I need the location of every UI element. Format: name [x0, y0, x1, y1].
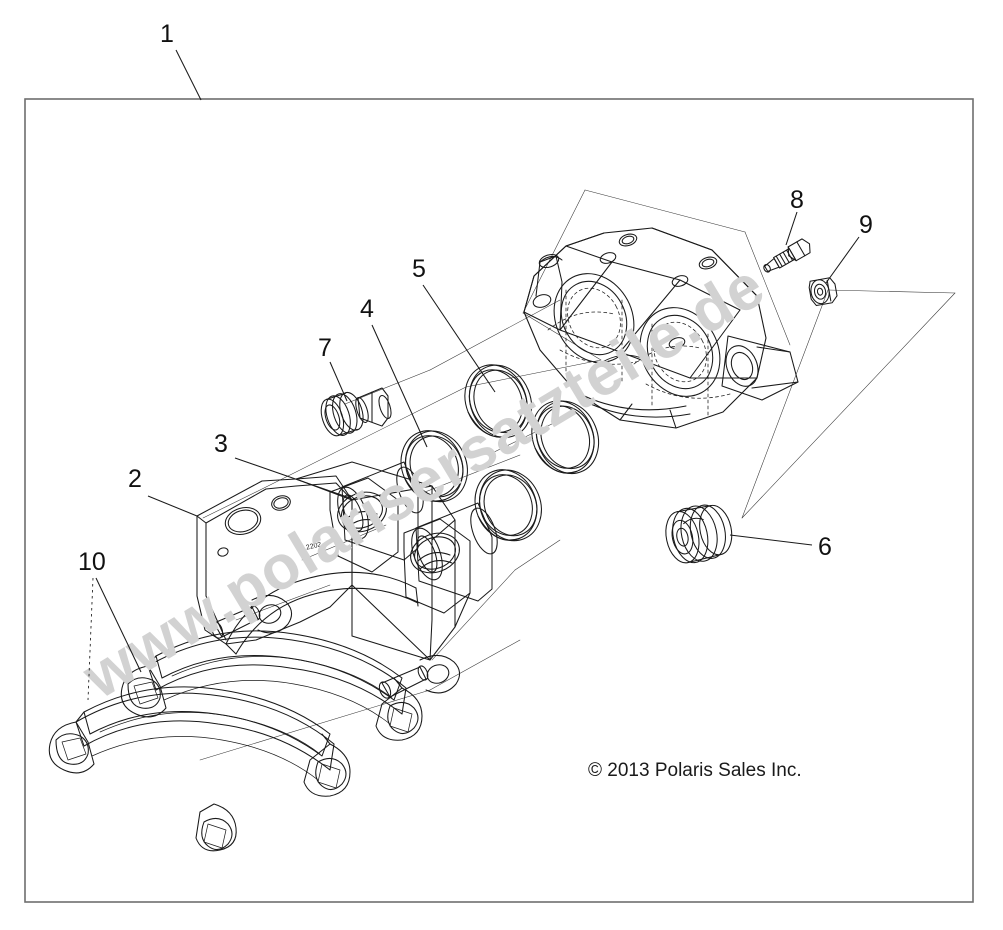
callout-leader-2	[147, 495, 198, 517]
callout-leader-5	[422, 284, 496, 393]
part-brake-pad-set	[48, 630, 423, 852]
callout-leader-10	[95, 577, 142, 673]
callout-number-9: 9	[859, 211, 873, 239]
part-piston-seal-ring	[400, 430, 542, 542]
brake-pad-lower	[48, 686, 351, 852]
callout-number-5: 5	[412, 255, 426, 283]
callout-number-8: 8	[790, 186, 804, 214]
callout-leader-4	[371, 324, 428, 448]
part-bleeder-screw	[763, 238, 811, 273]
part-slide-pin-boot	[665, 504, 733, 564]
callout-number-3: 3	[214, 430, 228, 458]
part-bleeder-cap	[808, 277, 838, 307]
callout-leader-3	[234, 457, 351, 499]
callout-number-10: 10	[78, 548, 106, 576]
callout-leader-9	[825, 236, 860, 284]
callout-leader-10b	[87, 577, 94, 701]
callout-number-2: 2	[128, 465, 142, 493]
copyright-notice: © 2013 Polaris Sales Inc.	[588, 760, 802, 781]
part-slide-pin-bushing	[320, 387, 392, 437]
callout-leader-6	[729, 534, 813, 546]
callout-number-6: 6	[818, 533, 832, 561]
callout-leader-8	[785, 211, 798, 246]
callout-number-4: 4	[360, 295, 374, 323]
part-dust-seal-ring	[464, 364, 600, 474]
guide-pins	[210, 605, 429, 699]
brake-pad-upper	[120, 630, 423, 741]
callout-leader-1	[175, 49, 202, 101]
callout-number-7: 7	[318, 334, 332, 362]
callout-number-1: 1	[160, 20, 174, 48]
frame-border	[24, 98, 974, 903]
callout-leader-7	[329, 361, 348, 402]
part-caliper-housing	[523, 227, 799, 429]
